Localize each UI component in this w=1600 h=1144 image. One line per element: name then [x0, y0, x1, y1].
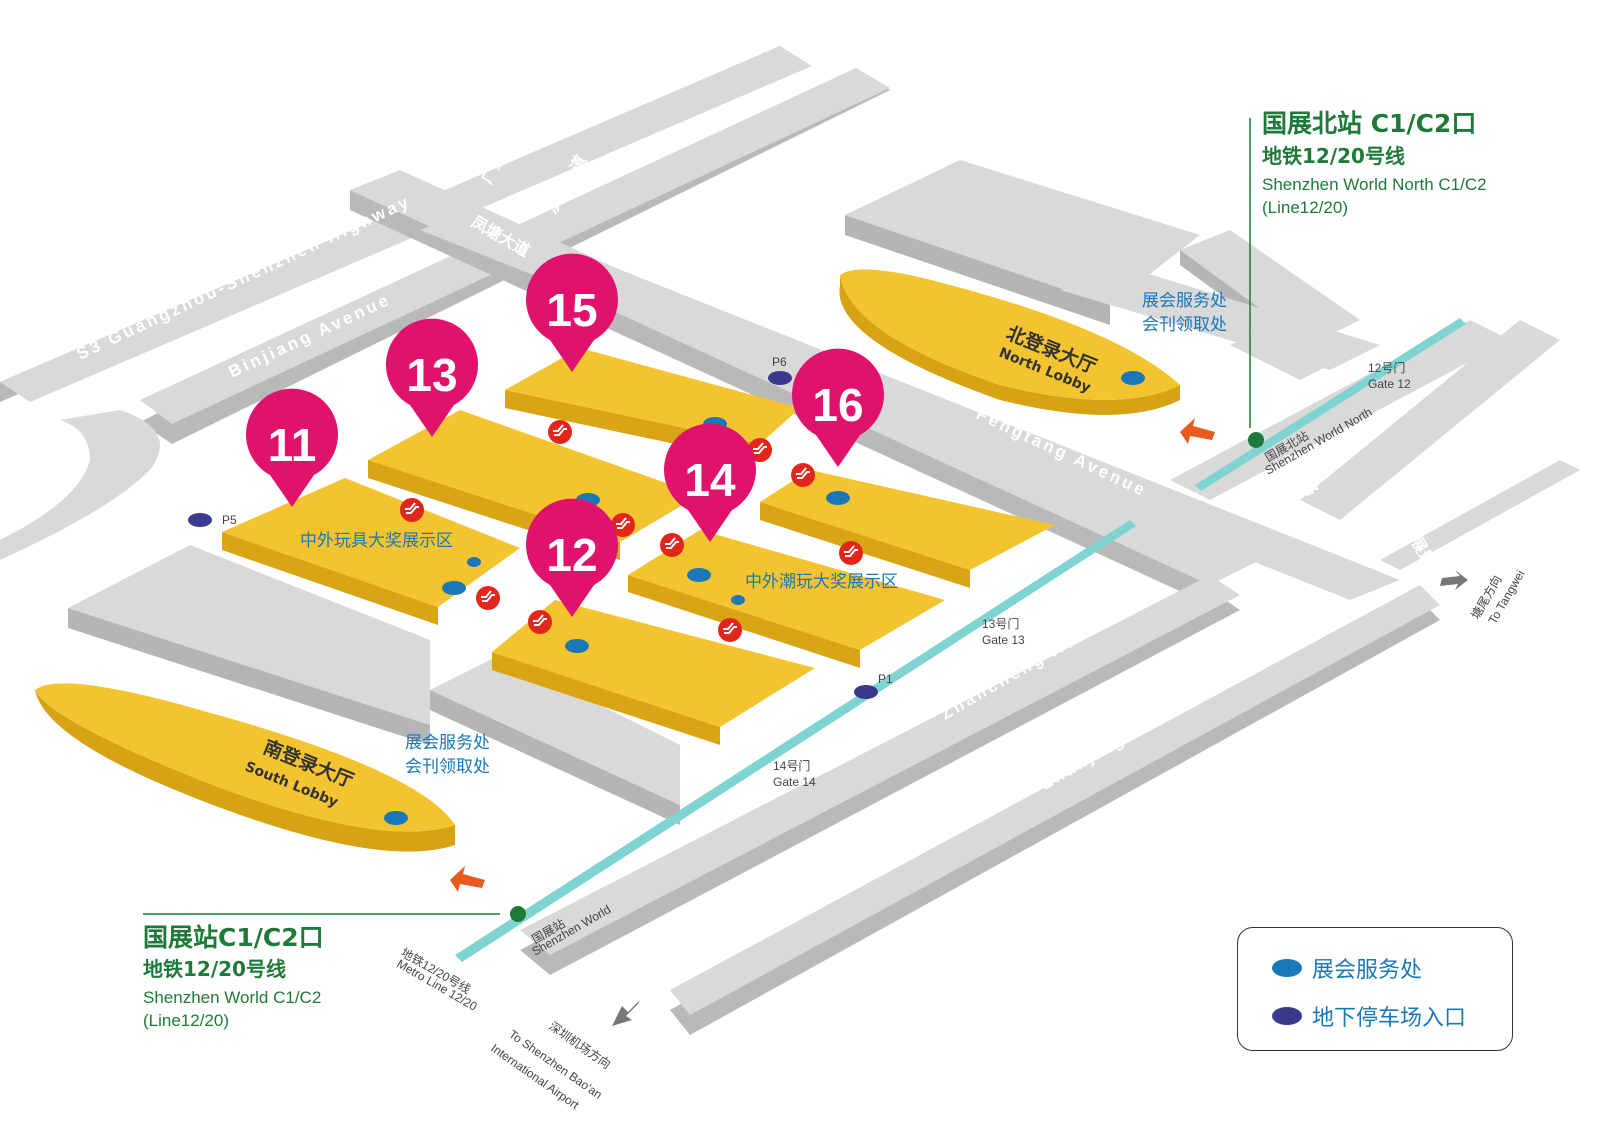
escalator-icon [659, 532, 685, 558]
service-dot-icon [1272, 959, 1302, 977]
hall-pin-16-label: 16 [812, 379, 863, 431]
gate13-cn: 13号门 [982, 616, 1019, 631]
legend-label-service: 展会服务处 [1312, 958, 1423, 983]
north-station-name-en: Shenzhen World North C1/C2 [1262, 175, 1487, 194]
road-fengtang-cross [420, 210, 1400, 600]
escalator-icon [790, 462, 816, 488]
north-entrance-arrow-icon [1180, 418, 1215, 444]
service-dot-hall16[interactable] [826, 491, 850, 505]
building-south-mid [430, 655, 680, 825]
service-dot-toy-zone[interactable] [467, 557, 481, 567]
airport-arrow-icon [612, 1000, 640, 1026]
metro-south-icon [510, 906, 526, 922]
north-station-title: 国展北站 C1/C2口 [1262, 109, 1476, 138]
parking-p1-label: P1 [878, 672, 893, 686]
service-dot-north[interactable] [1121, 371, 1145, 385]
north-service-line1: 展会服务处 [1142, 291, 1227, 311]
gate12-en: Gate 12 [1368, 377, 1411, 391]
hall-pin-13[interactable]: 13 [386, 318, 478, 437]
escalator-icon [399, 497, 425, 523]
escalator-icon [838, 540, 864, 566]
hall-pin-15-label: 15 [546, 284, 597, 336]
south-service-line2: 会刊领取处 [405, 757, 490, 777]
north-station[interactable]: 国展北站 Shenzhen World North 国展北站 C1/C2口 地铁… [1248, 109, 1487, 478]
service-dot-trendy-zone[interactable] [731, 595, 745, 605]
gate14-cn: 14号门 [773, 758, 810, 773]
north-station-line-en: (Line12/20) [1262, 198, 1348, 217]
hall-pin-16[interactable]: 16 [792, 348, 884, 467]
south-station-title: 国展站C1/C2口 [143, 923, 324, 952]
south-entrance-arrow-icon [450, 866, 485, 892]
service-dot-hall11[interactable] [442, 581, 466, 595]
hall-pin-12[interactable]: 12 [526, 498, 618, 617]
parking-p1[interactable]: P1 [854, 672, 893, 699]
legend-row-parking: 地下停车场入口 [1272, 1000, 1466, 1032]
legend-label-parking: 地下停车场入口 [1312, 1006, 1467, 1031]
escalator-icon [475, 585, 501, 611]
service-dot-south[interactable] [384, 811, 408, 825]
parking-p6-label: P6 [772, 355, 787, 369]
hall-12-block[interactable] [492, 600, 815, 745]
legend: 展会服务处 地下停车场入口 [1237, 927, 1513, 1051]
metro-line [455, 318, 1466, 962]
gate12-cn: 12号门 [1368, 360, 1405, 375]
south-lobby[interactable] [35, 683, 455, 852]
metro-north-icon [1248, 432, 1264, 448]
escalator-icon [717, 617, 743, 643]
service-dot-hall12[interactable] [565, 639, 589, 653]
toy-awards-zone: 中外玩具大奖展示区 [300, 531, 453, 551]
south-station-line-cn: 地铁12/20号线 [143, 957, 286, 981]
road-zhanjing [670, 585, 1440, 1035]
escalator-icon [527, 609, 553, 635]
hall-pin-14[interactable]: 14 [664, 423, 756, 542]
north-station-line-cn: 地铁12/20号线 [1262, 144, 1405, 168]
legend-row-service: 展会服务处 [1272, 952, 1422, 984]
hall-pin-12-label: 12 [546, 529, 597, 581]
parking-p6[interactable]: P6 [768, 355, 792, 385]
building-north-right-3 [1060, 265, 1380, 380]
road-left-curve [0, 410, 160, 560]
road-zhancheng [520, 575, 1240, 975]
north-service-line2: 会刊领取处 [1142, 315, 1227, 335]
south-station-line-en: (Line12/20) [143, 1011, 229, 1030]
hall-14-block[interactable] [628, 530, 945, 668]
building-south-left [68, 545, 430, 745]
hall-pin-11[interactable]: 11 [246, 388, 338, 507]
gate14-en: Gate 14 [773, 775, 816, 789]
hall-pin-15[interactable]: 15 [526, 253, 618, 372]
south-service-line1: 展会服务处 [405, 733, 490, 753]
parking-dot-icon [1272, 1007, 1302, 1025]
service-dot-hall14[interactable] [687, 568, 711, 582]
parking-p5[interactable]: P5 [188, 513, 237, 527]
parking-p5-label: P5 [222, 513, 237, 527]
tangwei-arrow-icon [1440, 570, 1468, 590]
gate13-en: Gate 13 [982, 633, 1025, 647]
hall-pin-13-label: 13 [406, 349, 457, 401]
hall-pin-14-label: 14 [684, 454, 736, 506]
hall-11-block[interactable] [222, 478, 520, 625]
hall-pin-11-label: 11 [268, 419, 317, 471]
south-station-name-en: Shenzhen World C1/C2 [143, 988, 321, 1007]
trendy-awards-zone: 中外潮玩大奖展示区 [745, 572, 898, 592]
escalator-icon [547, 419, 573, 445]
north-lobby[interactable] [839, 269, 1180, 415]
